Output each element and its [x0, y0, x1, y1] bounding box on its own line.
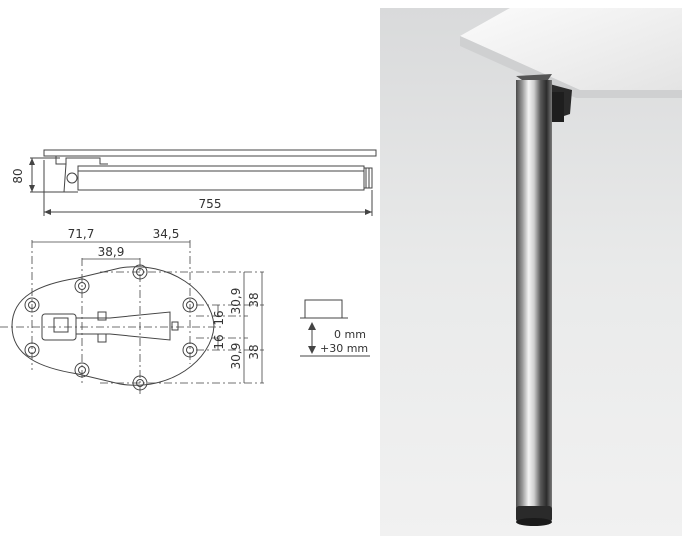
leg-collar — [516, 74, 552, 80]
arrowhead — [29, 158, 35, 165]
chrome-leg — [516, 80, 552, 512]
slot-inner — [53, 317, 69, 333]
leg-foot — [516, 506, 552, 522]
latch-tab — [171, 321, 179, 331]
arrowhead — [308, 322, 316, 330]
adjust-min-label: 0 mm — [334, 328, 366, 341]
side-view-arrows — [29, 158, 372, 215]
tabletop-edge — [460, 36, 682, 98]
arrowhead — [29, 185, 35, 192]
plate-dim-38-upper: 38 — [247, 292, 261, 307]
plate-dimensions — [32, 241, 263, 383]
mounting-plate — [11, 266, 215, 386]
latch-outline — [75, 311, 171, 341]
photo-illustration — [380, 8, 682, 536]
foot-outline — [304, 299, 343, 318]
tabletop — [460, 8, 682, 90]
arrowhead — [365, 209, 372, 215]
latch-pin — [97, 311, 107, 321]
arrowhead — [308, 346, 316, 354]
plate-dim-34-5: 34,5 — [153, 227, 180, 241]
plate-dim-38-lower: 38 — [247, 344, 261, 359]
foot-cap-outline — [363, 167, 373, 189]
latch-pin — [97, 333, 107, 343]
adjustment-detail — [300, 299, 370, 357]
plate-dim-30-9-upper: 30,9 — [229, 288, 243, 315]
leg-foot-base — [516, 518, 552, 526]
plate-dim-71-7: 71,7 — [68, 227, 95, 241]
center-lines — [0, 240, 264, 394]
leg-tube-outline — [77, 165, 365, 191]
technical-drawing: 80 755 — [0, 149, 377, 394]
product-photo — [380, 8, 682, 536]
height-dim-label: 80 — [11, 168, 25, 183]
tabletop-outline — [43, 149, 377, 157]
plate-dim-16-lower: 16 — [212, 334, 226, 349]
adjust-arrowheads — [308, 322, 316, 354]
bracket-block — [550, 92, 564, 122]
plate-dim-38-9: 38,9 — [98, 245, 125, 259]
length-dim-label: 755 — [199, 197, 222, 211]
bracket-outline — [55, 156, 108, 165]
hinge-pivot — [66, 172, 78, 184]
hinge-outline — [63, 163, 78, 193]
arrowhead — [44, 209, 51, 215]
plate-dim-30-9-lower: 30,9 — [229, 343, 243, 370]
plate-dim-16-upper: 16 — [212, 310, 226, 325]
plate-outline — [11, 266, 215, 386]
adjust-max-label: +30 mm — [320, 342, 368, 355]
